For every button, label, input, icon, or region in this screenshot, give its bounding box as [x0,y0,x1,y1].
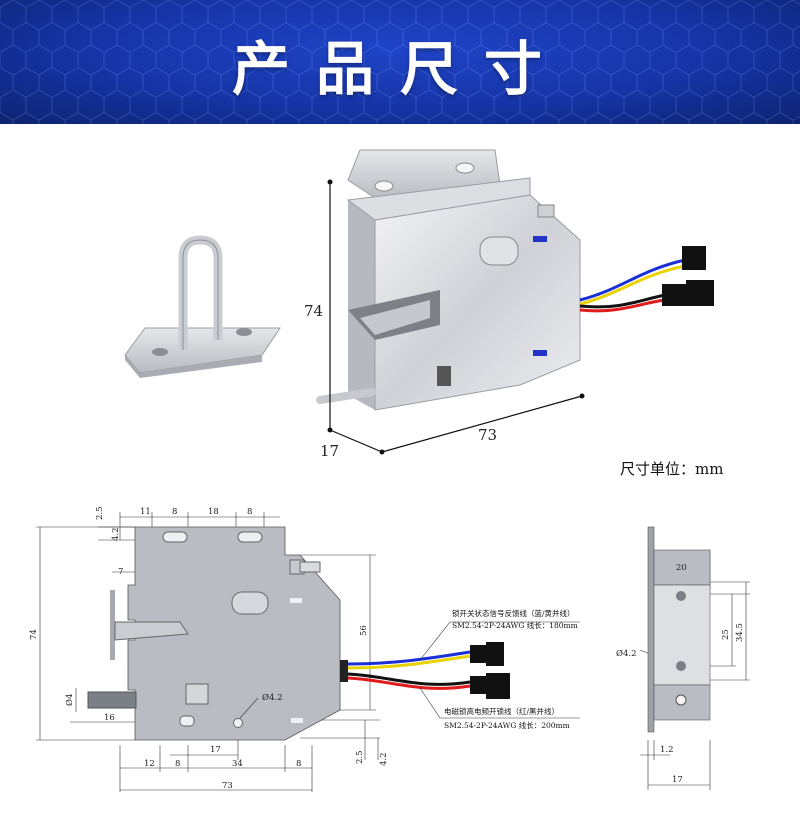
header-banner: 产品尺寸 [0,0,800,124]
strike-plate [124,235,281,378]
lock-body [316,149,581,411]
page-title: 产品尺寸 [231,35,568,103]
wire-harness [579,246,714,313]
hex-pattern-background [0,0,800,124]
photo-height-label: 74 [304,302,323,320]
unit-note: 尺寸单位：mm [620,460,724,478]
photo-depth-label: 17 [320,442,339,460]
photo-width-label: 73 [478,426,497,444]
photo-dimension-lines [327,179,585,455]
